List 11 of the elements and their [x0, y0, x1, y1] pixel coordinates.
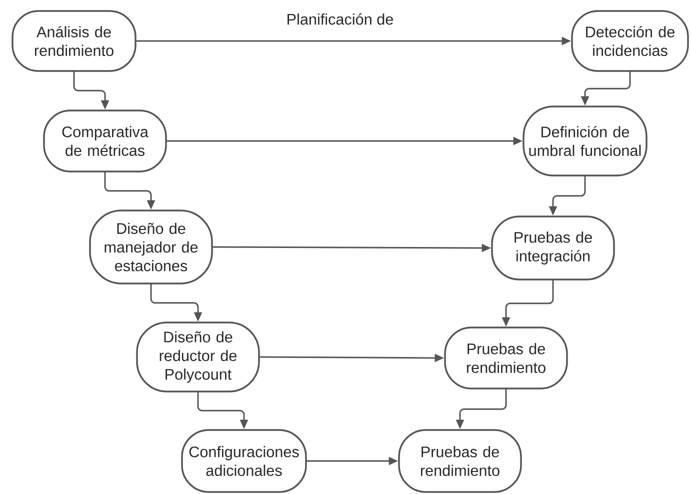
process-box: Pruebas de rendimiento	[398, 429, 522, 493]
edge-label: Planificación de	[284, 12, 396, 26]
process-box: Pruebas de integración	[491, 216, 615, 280]
process-box: Detección de incidencias	[571, 10, 689, 72]
process-box: Diseño de reductor de Polycount	[136, 322, 260, 392]
process-box: Análisis de rendimiento	[12, 10, 136, 72]
process-box: Configuraciones adicionales	[181, 429, 307, 493]
process-box: Diseño de manejador de estaciones	[89, 210, 213, 284]
process-box: Definición de umbral funcional	[522, 106, 648, 176]
process-box: Comparativa de métricas	[43, 110, 167, 172]
process-box: Pruebas de rendimiento	[444, 326, 568, 390]
